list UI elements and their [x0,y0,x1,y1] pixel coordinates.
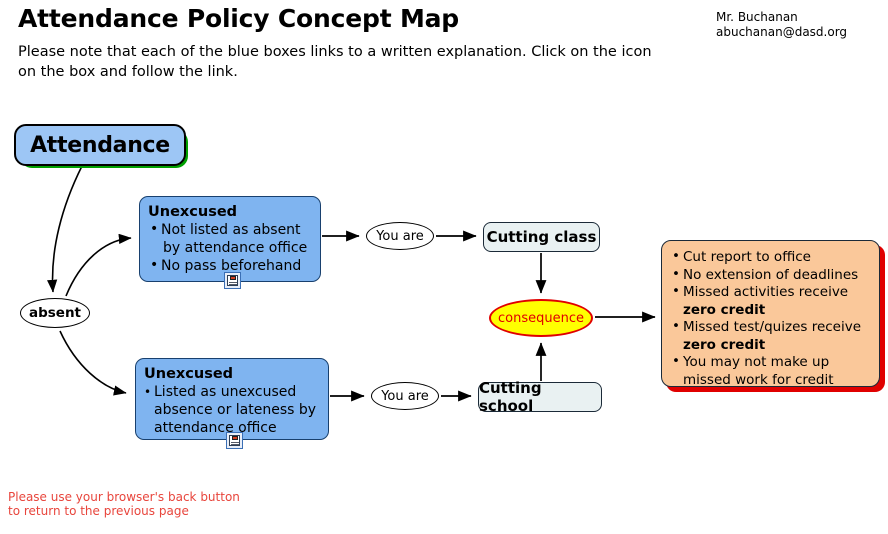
node-consequence-list: Cut report to office No extension of dea… [661,240,885,392]
author-name: Mr. Buchanan [716,10,798,24]
unexcused-2-bullet-1-line-1: Listed as unexcused [154,384,297,400]
document-link-icon[interactable] [226,432,243,449]
you-are-1-label: You are [376,228,424,244]
list-item: Missed activities receive [670,283,873,302]
attendance-body: Attendance [14,124,186,166]
consequence-label: consequence [498,310,584,326]
footer-line-2: to return to the previous page [8,504,189,518]
you-are-2-label: You are [381,388,429,404]
unexcused-2-heading: Unexcused [144,366,234,382]
footer-note: Please use your browser's back button to… [8,490,240,518]
document-thumb [230,276,236,280]
attendance-label: Attendance [30,132,170,158]
author-block: Mr. Buchanan abuchanan@dasd.org [716,10,876,40]
document-line-1 [230,442,239,443]
cutting-class-label: Cutting class [486,228,597,246]
list-item: You may not make up [670,353,873,372]
unexcused-2-bullet-1-line-3: attendance office [154,420,277,436]
absent-label: absent [28,305,82,321]
document-line-2 [228,284,237,285]
page-title: Attendance Policy Concept Map [18,4,459,33]
document-thumb [232,436,238,440]
edge-attendance-to-absent [47,165,83,293]
consequence-line-1: Cut report to office [683,249,811,265]
node-absent: absent [20,298,90,328]
list-item: No pass beforehand [148,256,312,275]
consequence-line-2: No extension of deadlines [683,266,859,283]
unexcused-1-bullet-2: No pass beforehand [161,258,302,274]
author-email: abuchanan@dasd.org [716,25,848,39]
unexcused-1-bullets: Not listed as absent by attendance offic… [148,220,312,275]
consequence-line-4: zero credit [683,301,766,318]
unexcused-2-bullet-1-line-2: absence or lateness by [154,402,317,418]
consequence-list-body: Cut report to office No extension of dea… [661,240,880,390]
node-you-are-1: You are [366,222,434,250]
list-item: No extension of deadlines [670,266,873,285]
node-unexcused-1[interactable]: Unexcused Not listed as absent by attend… [139,196,321,282]
document-sheet [227,275,238,286]
document-sheet [229,435,240,446]
node-attendance[interactable]: Attendance [14,124,188,168]
consequence-line-5: Missed test/quizes receive [683,319,862,335]
footer-line-1: Please use your browser's back button [8,490,240,504]
list-item-continuation: zero credit [670,337,873,355]
unexcused-1-bullet-1-line-1: Not listed as absent [161,222,301,238]
node-cutting-class: Cutting class [483,222,600,252]
document-line-2 [230,444,239,445]
node-cutting-school: Cutting school [478,379,602,415]
list-item: Listed as unexcused absence or lateness … [144,383,320,437]
list-item: Not listed as absent by attendance offic… [148,220,312,257]
document-line-1 [228,282,237,283]
unexcused-2-bullets: Listed as unexcused absence or lateness … [144,383,320,437]
list-item: Missed test/quizes receive [670,318,873,337]
consequence-line-8: missed work for credit [683,371,834,388]
page-subtitle: Please note that each of the blue boxes … [18,44,652,80]
consequence-line-3: Missed activities receive [683,284,849,300]
edge-absent-to-unexcused-1 [65,233,132,297]
node-you-are-2: You are [371,382,439,410]
edge-absent-to-unexcused-2 [59,330,127,396]
list-item-continuation: missed work for credit [670,372,873,390]
consequence-line-6: zero credit [683,336,766,353]
list-item-continuation: zero credit [670,302,873,320]
node-consequence: consequence [489,299,593,337]
consequence-line-7: You may not make up [683,354,830,370]
document-link-icon[interactable] [224,272,241,289]
consequence-list-items: Cut report to office No extension of dea… [670,248,873,390]
list-item: Cut report to office [670,248,873,267]
node-unexcused-2[interactable]: Unexcused Listed as unexcused absence or… [135,358,329,440]
unexcused-1-bullet-1-line-2: by attendance office [163,240,308,256]
cutting-school-label: Cutting school [479,379,542,415]
unexcused-1-heading: Unexcused [148,204,238,220]
